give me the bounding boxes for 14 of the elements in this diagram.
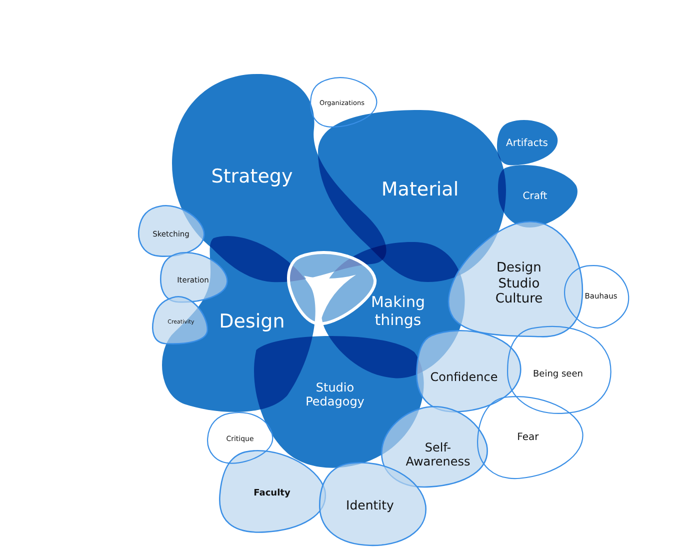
blob-label: Material [381, 178, 459, 202]
blob-label: Strategy [211, 166, 293, 188]
blob-label: Design Studio Culture [495, 260, 543, 308]
blob-label: Studio Pedagogy [306, 380, 364, 410]
blob-label: Confidence [430, 370, 498, 384]
blob-label: Fear [517, 432, 539, 444]
blob-label: Being seen [533, 370, 583, 380]
blob-label: Identity [346, 497, 394, 512]
blob-label: Making things [370, 292, 425, 329]
blob-label: Design [219, 310, 285, 334]
blob-label: Artifacts [506, 138, 548, 150]
blob-label: Self-Awareness [406, 440, 470, 470]
blob-label: Craft [522, 190, 548, 203]
blob-label: Faculty [254, 488, 290, 500]
